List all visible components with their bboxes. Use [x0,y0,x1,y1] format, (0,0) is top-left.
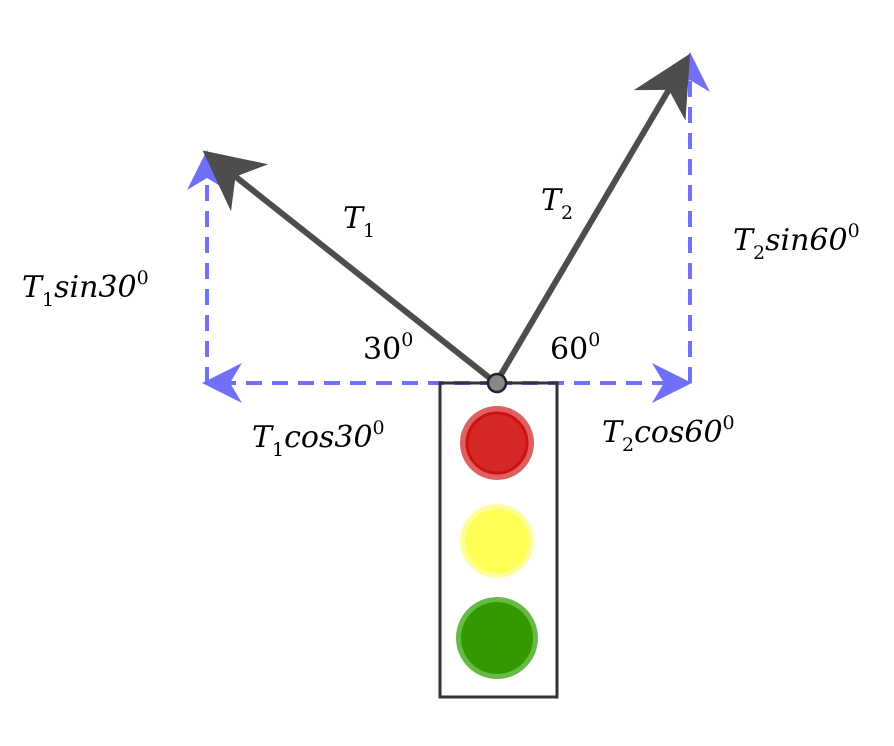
t1-sin-label: T1sin300 [22,267,149,311]
t2-tension-arrow [493,53,691,385]
attachment-node [486,372,508,394]
t1-cos-label: T1cos300 [252,417,385,461]
t2-cos-label: T2cos600 [602,412,735,456]
t1-label: T1 [343,201,375,242]
green-light-core [461,602,533,674]
angle-30-label: 300 [363,329,413,367]
yellow-light-core [465,509,529,573]
t2-sin-label: T2sin600 [733,220,860,264]
red-light-core [465,411,529,475]
angle-60-label: 600 [550,329,600,367]
t1-tension-arrow [202,150,498,386]
t2-label: T2 [541,183,573,224]
